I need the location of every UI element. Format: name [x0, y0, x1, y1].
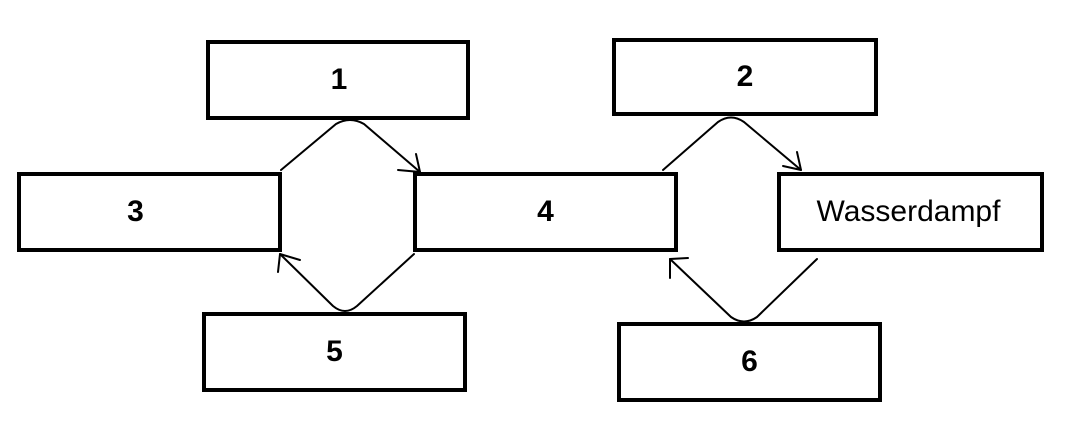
box-2-label: 2 — [736, 60, 754, 93]
box-2: 2 — [612, 38, 878, 116]
box-4: 4 — [413, 172, 678, 252]
box-6: 6 — [617, 322, 882, 402]
box-water-vapor: Wasserdampf — [777, 172, 1044, 252]
arrowhead-4-to-w — [782, 151, 802, 171]
arrow-3-to-4-via-1 — [280, 119, 421, 173]
arrowhead-4-to-3 — [277, 253, 301, 273]
arrow-w-to-4-via-6 — [669, 258, 818, 323]
arrowhead-w-to-4 — [669, 257, 689, 279]
box-1-label: 1 — [330, 63, 348, 96]
box-1: 1 — [206, 40, 470, 120]
arrow-4-to-w-via-2 — [662, 116, 802, 171]
box-water-vapor-label: Wasserdampf — [816, 195, 1001, 228]
box-3-label: 3 — [127, 195, 144, 228]
box-5: 5 — [202, 312, 467, 392]
box-3: 3 — [17, 172, 282, 252]
box-6-label: 6 — [741, 345, 758, 378]
box-5-label: 5 — [326, 335, 343, 368]
arrow-4-to-3-via-5 — [279, 253, 415, 312]
box-4-label: 4 — [537, 195, 554, 228]
